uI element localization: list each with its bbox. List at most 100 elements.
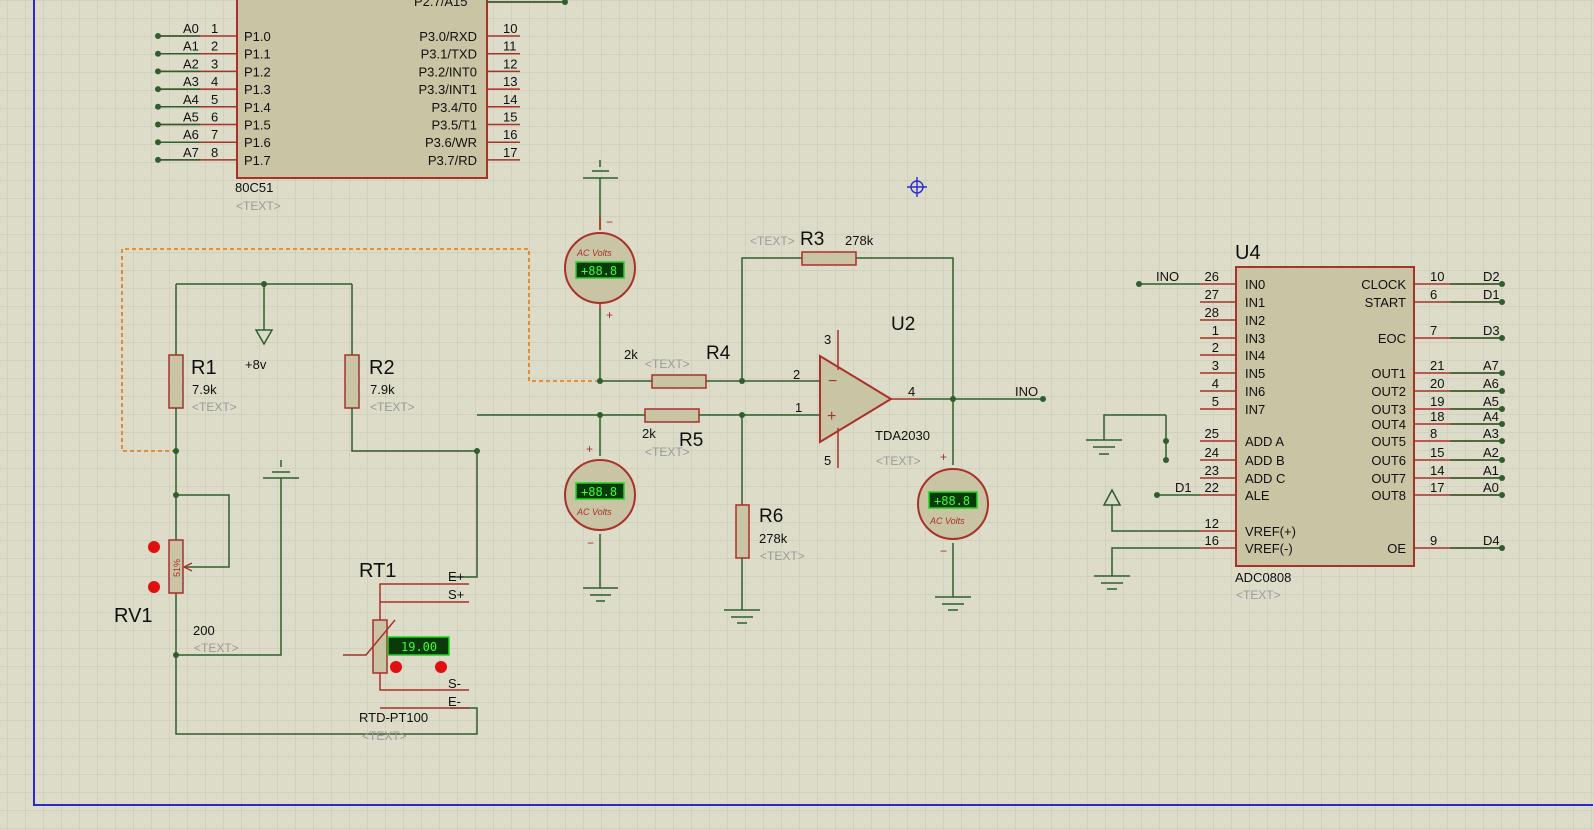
junction-dot: [1499, 406, 1505, 412]
voltmeter-3[interactable]: +88.8 AC Volts + −: [917, 450, 989, 558]
junction-dot: [1499, 281, 1505, 287]
mcu-text-placeholder: <TEXT>: [236, 199, 281, 213]
junction-dot: [155, 121, 161, 128]
voltmeter-1[interactable]: AC Volts +88.8 − +: [564, 215, 636, 322]
mcu-net-label: A4: [183, 92, 199, 107]
r2-text: <TEXT>: [370, 400, 415, 414]
meter-2-display: +88.8: [581, 485, 617, 499]
mcu-net-label: A2: [183, 56, 199, 71]
adc-text: <TEXT>: [1236, 588, 1281, 602]
rv1-setting: 51%: [172, 559, 182, 577]
mcu-pin-number: 8: [211, 145, 218, 160]
amplifier-circuit: R4 2k <TEXT> R5 2k <TEXT> R3 278k <TEXT>…: [583, 160, 1046, 624]
rv1-increase-button[interactable]: [148, 581, 160, 593]
mcu-net-label: A5: [183, 110, 199, 125]
adc-pin-name: OUT6: [1371, 453, 1406, 468]
adc-ale-net: D1: [1175, 480, 1192, 495]
adc-pin-number: 1: [1212, 323, 1219, 338]
r5-ref: R5: [679, 430, 703, 451]
mcu-net-label: A1: [183, 39, 199, 54]
adc-0808[interactable]: U4 26IN027IN128IN21IN32IN43IN54IN65IN725…: [1086, 242, 1505, 602]
junction-dot: [155, 50, 161, 57]
rt1-ref: RT1: [359, 560, 396, 582]
r5-resistor[interactable]: [644, 408, 700, 423]
r4-ref: R4: [706, 343, 731, 364]
adc-pin-name: OUT1: [1371, 366, 1406, 381]
mcu-pin-number: 13: [503, 74, 517, 89]
mcu-pin-name: P3.5/T1: [431, 118, 477, 133]
adc-pin-name: OUT8: [1371, 488, 1406, 503]
r1-ref: R1: [191, 357, 217, 379]
mcu-pin-name: P1.1: [244, 47, 271, 62]
r4-value: 2k: [624, 347, 638, 362]
r6-resistor[interactable]: [735, 504, 750, 559]
adc-net-label: A6: [1483, 376, 1499, 391]
opamp-pin-noninv: 1: [795, 400, 802, 415]
dashed-wire: [121, 248, 600, 452]
adc-pin-name: ALE: [1245, 488, 1270, 503]
rtd-pt100[interactable]: RT1 E+ S+ S- E- 19.00 RTD-PT100 <TEXT>: [343, 560, 469, 743]
meter-2-minus: −: [587, 536, 594, 550]
mcu-pin-name: P3.3/INT1: [418, 82, 477, 97]
meter-3-display: +88.8: [934, 494, 970, 508]
adc-net-label: D4: [1483, 533, 1500, 548]
meter-3-label: AC Volts: [929, 516, 965, 526]
mcu-pin-number: 3: [211, 56, 218, 71]
r3-resistor[interactable]: [801, 251, 857, 266]
meter-3-plus: +: [940, 450, 947, 464]
adc-pin-number: 6: [1430, 287, 1437, 302]
adc-net-label: D2: [1483, 269, 1500, 284]
r4-resistor[interactable]: [651, 374, 707, 389]
adc-in-net: INO: [1156, 269, 1179, 284]
adc-pin-number: 24: [1205, 445, 1219, 460]
supply-label: +8v: [245, 357, 267, 372]
junction-dot: [155, 68, 161, 75]
rv1-ref: RV1: [114, 605, 153, 627]
adc-pin-number: 10: [1430, 269, 1444, 284]
opamp-pin-out: 4: [908, 384, 915, 399]
adc-pin-number: 8: [1430, 426, 1437, 441]
rtd-pin-sminus: S-: [448, 676, 461, 691]
rtd-pin-splus: S+: [448, 587, 464, 602]
opamp-minus: −: [828, 373, 837, 390]
adc-net-label: A1: [1483, 463, 1499, 478]
mcu-pin-number: 11: [503, 39, 517, 54]
ground-icon: [935, 596, 971, 611]
adc-net-label: A7: [1483, 358, 1499, 373]
mcu-pin-number: 12: [503, 56, 517, 71]
mcu-pin-name: P3.0/RXD: [419, 29, 477, 44]
u2-part: TDA2030: [875, 428, 930, 443]
rv1-decrease-button[interactable]: [148, 541, 160, 553]
r2-resistor[interactable]: [344, 354, 360, 409]
junction-dot: [1499, 492, 1505, 498]
mcu-pin-name: P3.1/TXD: [421, 47, 477, 62]
r2-ref: R2: [369, 357, 395, 379]
u2-text: <TEXT>: [876, 454, 921, 468]
adc-pin-name: OUT7: [1371, 471, 1406, 486]
rtd-increase-button[interactable]: [435, 661, 447, 673]
adc-pin-name: OUT5: [1371, 434, 1406, 449]
adc-net-label: D3: [1483, 323, 1500, 338]
meter-1-display: +88.8: [581, 264, 617, 278]
adc-pin-number: 7: [1430, 323, 1437, 338]
power-arrow-icon: [254, 329, 274, 346]
meter-2-label: AC Volts: [576, 507, 612, 517]
voltmeter-2[interactable]: +88.8 AC Volts + −: [564, 442, 636, 550]
adc-pin-number: 2: [1212, 340, 1219, 355]
op-amp-tda2030[interactable]: − + 2 1 4 3 5 U2 TDA2030 <TEXT>: [793, 314, 930, 468]
adc-pin-name: IN0: [1245, 277, 1265, 292]
mcu-right-pins: 10P3.0/RXD11P3.1/TXD12P3.2/INT013P3.3/IN…: [418, 21, 520, 168]
rtd-decrease-button[interactable]: [390, 661, 402, 673]
mcu-pin-name: P3.6/WR: [425, 135, 477, 150]
ground-icon: [1094, 575, 1130, 590]
mcu-pin-name: P1.5: [244, 118, 271, 133]
meter-1-label: AC Volts: [576, 248, 612, 258]
adc-pin-name: IN6: [1245, 384, 1265, 399]
rv1-potentiometer[interactable]: [168, 539, 184, 594]
power-arrow-icon: [1102, 488, 1122, 506]
r1-resistor[interactable]: [168, 354, 184, 409]
meter-1-minus: −: [606, 215, 613, 229]
